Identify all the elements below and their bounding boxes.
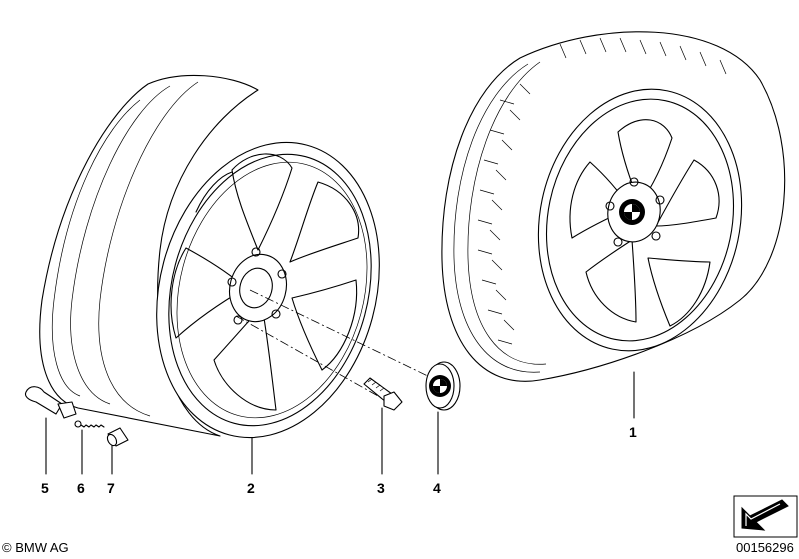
callout-3: 3 [377, 480, 385, 496]
callout-5: 5 [41, 480, 49, 496]
callout-6: 6 [77, 480, 85, 496]
bmw-roundel-icon [619, 199, 645, 225]
tyre-valve [24, 386, 77, 419]
alloy-rim [39, 74, 380, 439]
callout-2: 2 [247, 480, 255, 496]
assembly-line-bolt [235, 315, 379, 397]
callout-4: 4 [433, 480, 441, 496]
hub-cap [425, 361, 461, 411]
leader-lines [45, 371, 635, 475]
diagram-number: 00156296 [736, 540, 794, 555]
callout-1: 1 [629, 424, 637, 440]
callout-7: 7 [107, 480, 115, 496]
valve-core [74, 420, 105, 428]
bmw-roundel-icon [429, 375, 451, 397]
valve-cap [106, 427, 129, 447]
navigation-arrow-icon[interactable] [733, 495, 798, 538]
wheel-bolt [363, 377, 403, 411]
assembly-line-cap [249, 289, 437, 381]
copyright-label: © BMW AG [2, 540, 69, 555]
complete-wheel [441, 31, 786, 382]
